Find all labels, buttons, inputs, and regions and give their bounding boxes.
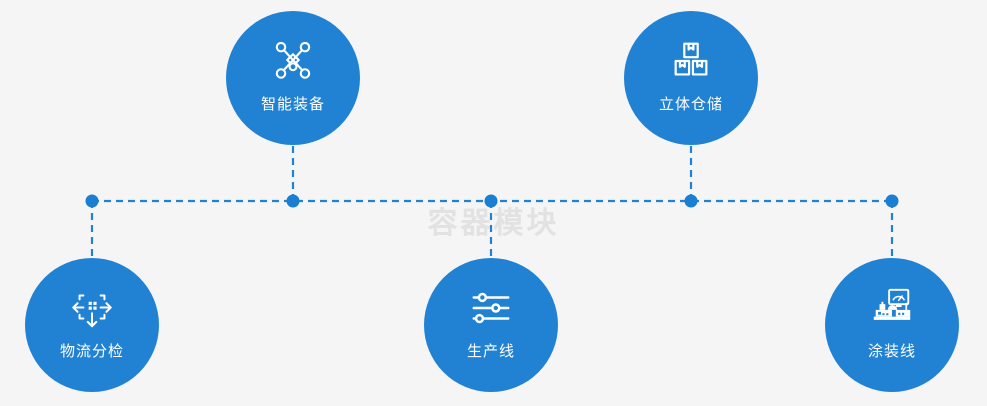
sorting-arrows-icon: [69, 285, 115, 331]
node-circle-painting-line[interactable]: 涂装线: [825, 258, 959, 392]
node-circle-smart-equipment[interactable]: 智能装备: [226, 11, 360, 145]
node-dot-painting-line[interactable]: [885, 194, 899, 208]
stacked-boxes-icon: [668, 38, 714, 84]
node-circle-stereoscopic-warehouse[interactable]: 立体仓储: [624, 11, 758, 145]
node-label-painting-line: 涂装线: [867, 343, 916, 360]
node-dot-production-line[interactable]: [484, 194, 498, 208]
node-label-stereoscopic-warehouse: 立体仓储: [658, 96, 723, 113]
node-dot-logistics-sorting[interactable]: [85, 194, 99, 208]
node-label-smart-equipment: 智能装备: [260, 96, 325, 113]
node-label-logistics-sorting: 物流分检: [59, 343, 124, 360]
node-circle-logistics-sorting[interactable]: 物流分检: [25, 258, 159, 392]
factory-machine-icon: [869, 285, 915, 331]
network-nodes-icon: [270, 38, 316, 84]
node-dot-stereoscopic-warehouse[interactable]: [684, 194, 698, 208]
sliders-icon: [468, 285, 514, 331]
node-circle-production-line[interactable]: 生产线: [424, 258, 558, 392]
node-label-production-line: 生产线: [466, 343, 515, 360]
node-dot-smart-equipment[interactable]: [286, 194, 300, 208]
